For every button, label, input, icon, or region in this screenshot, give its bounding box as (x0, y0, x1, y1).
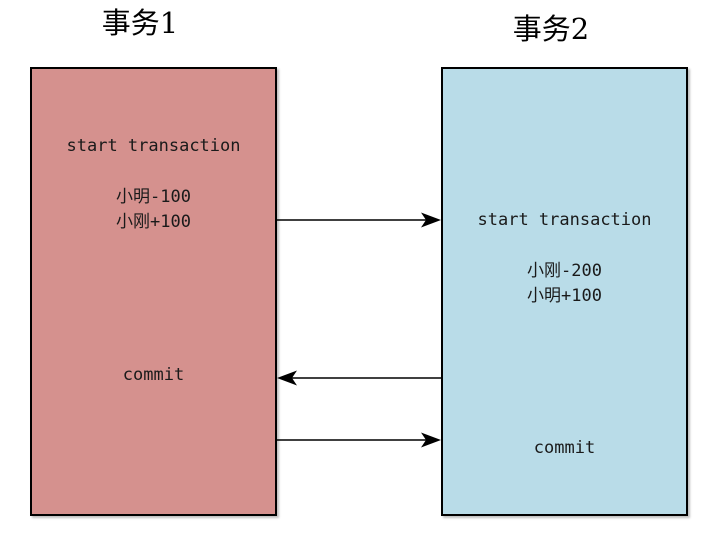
transaction-2-operation-1-text: 小刚-200 (527, 261, 602, 281)
arrow-left-icon (277, 370, 441, 386)
arrow-right-icon (277, 432, 441, 448)
transaction-2-box: start transaction 小刚-200 小明+100 commit (441, 67, 688, 516)
transaction-2-title: 事务2 (512, 12, 590, 46)
transaction-1-commit-text: commit (122, 365, 185, 385)
transaction-1-operation-1-text: 小明-100 (116, 187, 191, 207)
transaction-2-start-text: start transaction (477, 210, 652, 230)
transaction-1-operation-2-text: 小刚+100 (116, 212, 191, 232)
transaction-2-commit-text: commit (533, 438, 596, 458)
transaction-1-start-text: start transaction (66, 136, 241, 156)
arrow-right-icon (277, 212, 441, 228)
transaction-1-title: 事务1 (101, 6, 179, 40)
transaction-1-box: start transaction 小明-100 小刚+100 commit (30, 67, 277, 516)
transaction-2-operation-2-text: 小明+100 (527, 286, 602, 306)
